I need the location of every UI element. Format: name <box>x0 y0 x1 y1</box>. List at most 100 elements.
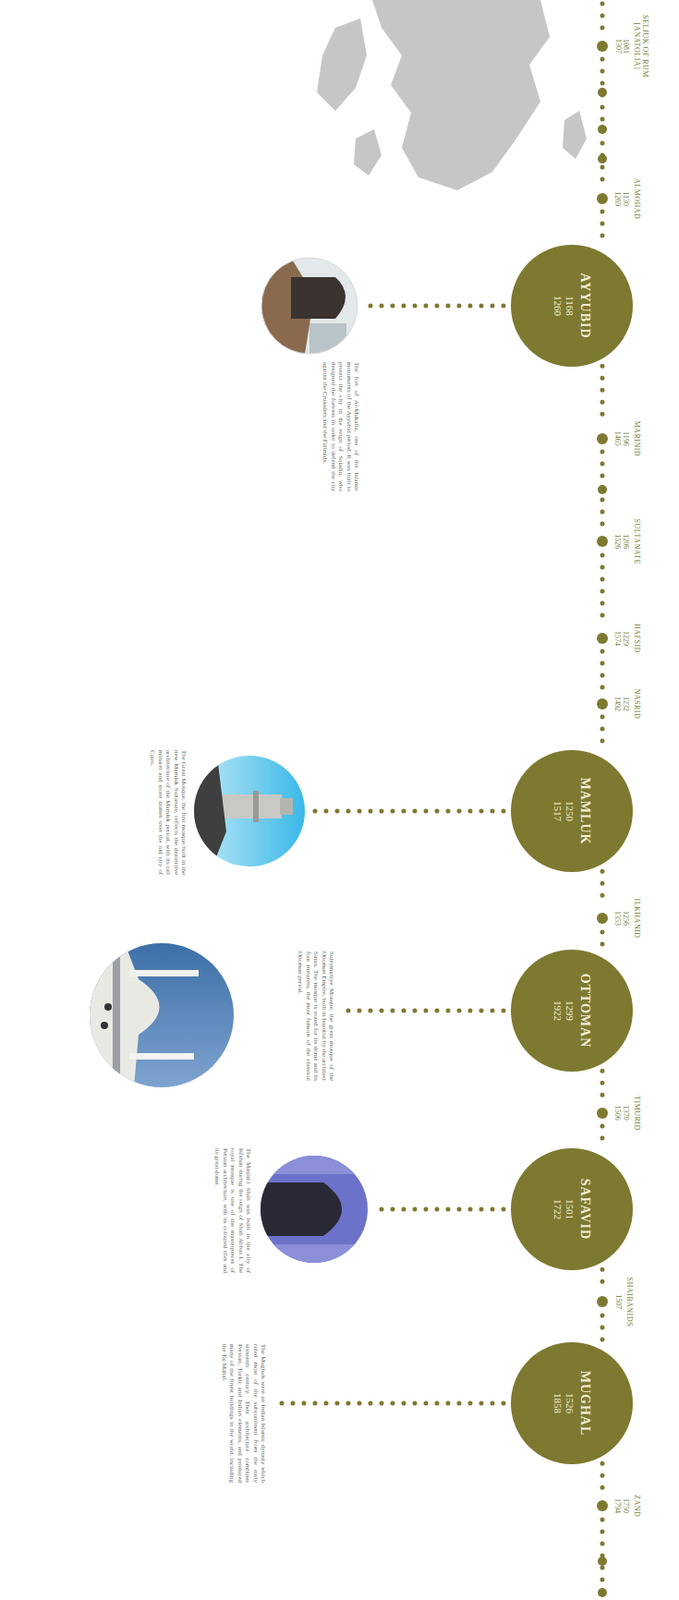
dynasty-circle: OTTOMAN1299 1922 <box>510 949 633 1072</box>
map <box>316 0 587 191</box>
timeline-connector <box>600 1463 606 1493</box>
dot-shape <box>596 1296 608 1308</box>
dot-shape <box>596 535 608 547</box>
dynasty-years: 1250 1517 <box>551 800 575 822</box>
timeline-connector <box>600 555 606 626</box>
circle-content: MAMLUK1250 1517 <box>510 750 633 873</box>
timeline-connector <box>600 365 606 426</box>
dynasty-name: MUGHAL <box>577 1370 593 1437</box>
dynasty-years: 1370 1506 <box>613 1105 631 1121</box>
dynasty-years: 1206 1526 <box>613 533 631 549</box>
dynasty-years: 1232 1492 <box>613 696 631 712</box>
timeline-connector <box>600 59 606 186</box>
timeline-connector <box>600 1070 606 1101</box>
dynasty-years: 1130 1269 <box>613 191 631 207</box>
dynasty-name: SELJUK OF RUM [ANATOLIA] <box>631 13 649 79</box>
dot-fill <box>596 632 608 644</box>
dynasty-years: 1196 1465 <box>613 431 631 447</box>
dot-shape <box>596 1107 608 1119</box>
photo-frame <box>261 257 358 354</box>
timeline-dot: MARINID1196 1465 <box>596 421 641 458</box>
timeline-dot: SULTANATE1206 1526 <box>596 519 641 565</box>
dynasty-name: SULTANATE <box>631 519 641 565</box>
dot-shape <box>596 698 608 710</box>
dot-fill <box>596 912 608 924</box>
description-text: Suleymaniye Mosque, the great mosque of … <box>296 951 336 1081</box>
description-text: The fort of Al-Mukalla, one of the Islam… <box>321 362 361 492</box>
circle-fill <box>510 1342 633 1465</box>
timeline-dot: SELJUK OF RUM [ANATOLIA]1081 1307 <box>596 13 649 79</box>
dot-shape <box>596 1500 608 1512</box>
dynasty-name: NASRID <box>631 689 641 720</box>
timeline-connector <box>600 1269 606 1290</box>
dynasty-name: TIMURID <box>631 1095 641 1131</box>
dot-outline <box>596 535 608 547</box>
dot-outline <box>596 40 608 52</box>
island <box>353 129 382 176</box>
circle-fill <box>510 750 633 873</box>
timeline-dot: NASRID1232 1492 <box>596 689 641 720</box>
dynasty-name: MAMLUK <box>577 777 593 846</box>
dot-fill <box>596 535 608 547</box>
dynasty-name: MARINID <box>631 421 641 458</box>
timeline-connector <box>600 871 606 907</box>
dynasty-name: ZAND <box>631 1494 641 1517</box>
dot-fill <box>596 40 608 52</box>
photo <box>89 943 234 1088</box>
axis-dot <box>597 1588 607 1598</box>
timeline-dot: ILKHANID1256 1353 <box>596 898 641 939</box>
leader-dots <box>276 1401 504 1407</box>
dot-outline <box>596 1107 608 1119</box>
photo <box>261 257 358 354</box>
dynasty-years: 1507 <box>613 1294 622 1310</box>
dynasty-name: ILKHANID <box>631 898 641 939</box>
dynasty-circle: AYYUBID1168 1260 <box>510 244 633 367</box>
dot-fill <box>596 1500 608 1512</box>
dynasty-circle: MUGHAL1526 1858 <box>510 1342 633 1465</box>
dot-outline <box>596 698 608 710</box>
timeline-dot: ALMOHAD1130 1269 <box>596 178 641 219</box>
dynasty-years: 1229 1574 <box>613 630 631 646</box>
timeline-dot: ZAND1750 1794 <box>596 1494 641 1517</box>
dot-shape <box>596 912 608 924</box>
landmass <box>372 0 550 191</box>
photo <box>194 755 305 867</box>
dot-outline <box>596 632 608 644</box>
timeline-connector <box>600 651 606 692</box>
circle-fill <box>510 949 633 1072</box>
dot-outline <box>596 433 608 445</box>
dot-shape <box>596 40 608 52</box>
leader-dots <box>375 1207 504 1213</box>
circle-content: SAFAVID1501 1722 <box>510 1148 633 1271</box>
timeline-dot: TIMURID1370 1506 <box>596 1095 641 1131</box>
dot-outline <box>596 193 608 205</box>
dot-fill <box>596 1296 608 1308</box>
dynasty-circle: MAMLUK1250 1517 <box>510 750 633 873</box>
circle-content: AYYUBID1168 1260 <box>510 244 633 367</box>
dot-shape <box>596 433 608 445</box>
photo <box>260 1155 368 1263</box>
landmass <box>316 18 367 111</box>
dot-fill <box>596 433 608 445</box>
timeline-connector <box>600 1126 606 1150</box>
timeline-connector <box>600 716 606 752</box>
timeline-dot: SHAIBANIDS1507 <box>596 1277 633 1327</box>
dynasty-years: 1256 1353 <box>613 910 631 926</box>
leader-dots <box>313 809 504 814</box>
dot-fill <box>596 698 608 710</box>
dynasty-name: ALMOHAD <box>631 178 641 219</box>
leader-dots <box>364 303 504 309</box>
dot-outline <box>596 912 608 924</box>
timeline-connector <box>600 211 606 246</box>
circle-fill <box>510 1148 633 1271</box>
dot-fill <box>596 1107 608 1119</box>
dynasty-years: 1081 1307 <box>613 38 631 54</box>
timeline-dot: HAFSID1229 1574 <box>596 623 641 654</box>
description-text: The Great Mosque, the first mosque built… <box>148 750 188 875</box>
dynasty-years: 1750 1794 <box>613 1498 631 1514</box>
dynasty-name: HAFSID <box>631 623 641 654</box>
description-text: The Mughals were an Indian Islamic dynas… <box>220 1344 267 1483</box>
circle-content: MUGHAL1526 1858 <box>510 1342 633 1465</box>
dot-shape <box>596 193 608 205</box>
